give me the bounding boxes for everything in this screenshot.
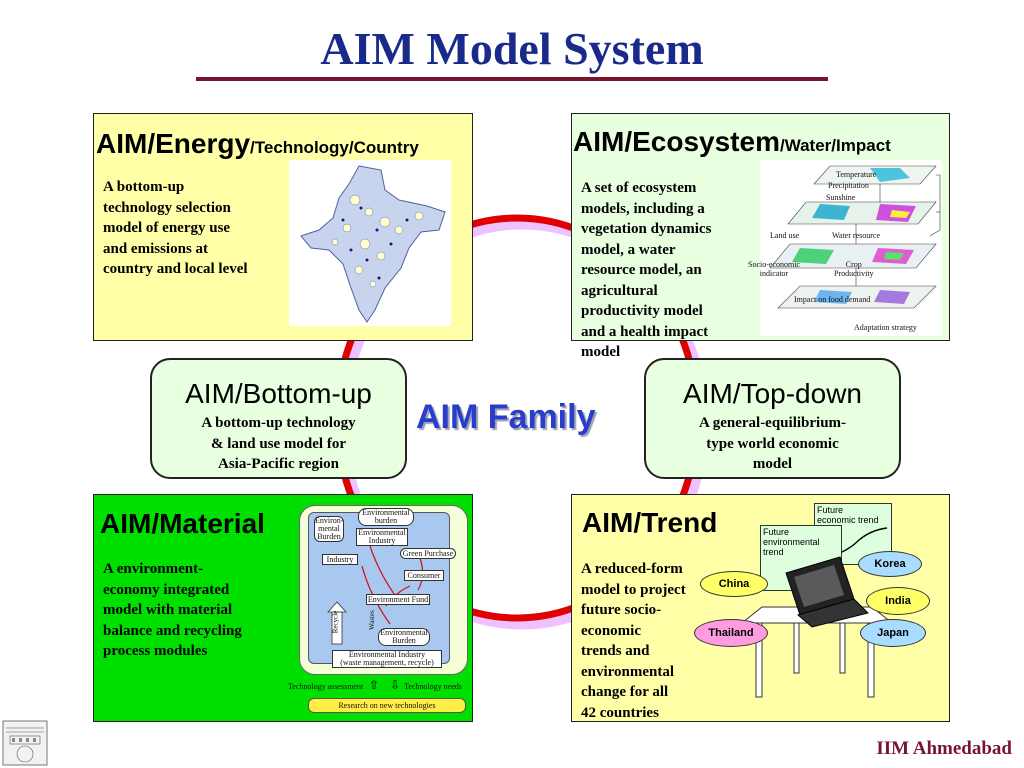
label-technology-needs: Technology needs [404, 682, 462, 691]
energy-title-main: AIM/Energy [96, 128, 251, 159]
iim-logo [2, 720, 48, 766]
ecosystem-title: AIM/Ecosystem/Water/Impact [573, 126, 891, 158]
footer-institution: IIM Ahmedabad [876, 738, 1012, 759]
material-title: AIM/Material [100, 508, 265, 539]
country-india: India [866, 587, 930, 615]
label-wastes: Wastes [367, 610, 376, 630]
node-environmental-industry-waste: Environmental Industry(waste management,… [332, 650, 442, 668]
bottom-up-box: AIM/Bottom-up A bottom-up technology& la… [150, 358, 407, 479]
node-environment-fund: Environment Fund [366, 594, 430, 605]
country-china: China [700, 571, 768, 597]
country-japan: Japan [860, 619, 926, 647]
page-title: AIM Model System [320, 23, 704, 74]
label-land-use: Land use [770, 231, 800, 240]
title-underline [196, 77, 828, 81]
india-map-image [289, 160, 451, 326]
ecosystem-title-sub: /Water/Impact [779, 136, 891, 155]
label-technology-assessment: Technology assessment [288, 682, 364, 691]
down-arrow-icon: ⇩ [390, 678, 401, 692]
energy-title: AIM/Energy/Technology/Country [96, 128, 419, 160]
label-adaptation-strategy: Adaptation strategy [854, 323, 917, 332]
top-down-title: AIM/Top-down [683, 378, 862, 409]
up-arrow-icon: ⇧ [369, 678, 380, 692]
label-sunshine: Sunshine [826, 193, 856, 202]
ecosystem-title-main: AIM/Ecosystem [573, 126, 780, 157]
trend-title: AIM/Trend [582, 507, 718, 538]
country-korea: Korea [858, 551, 922, 577]
node-industry: Industry [322, 554, 358, 565]
label-recycle: Recycle [331, 610, 340, 634]
node-consumer: Consumer [404, 570, 444, 581]
top-down-description: A general-equilibrium-type world economi… [698, 415, 847, 472]
top-down-box: AIM/Top-down A general-equilibrium-type … [644, 358, 901, 479]
ecosystem-layers-figure: Temperature Precipitation Sunshine Land … [748, 160, 942, 336]
label-precipitation: Precipitation [828, 181, 869, 190]
aim-family-label: AIM Family [416, 398, 596, 436]
node-green-purchase: Green Purchase [400, 548, 456, 559]
label-impact-food-demand: Impact on food demand [794, 295, 871, 304]
ecosystem-box: AIM/Ecosystem/Water/Impact A set of ecos… [571, 113, 950, 360]
energy-title-sub: /Technology/Country [250, 138, 419, 157]
bottom-up-description: A bottom-up technology& land use model f… [201, 415, 356, 472]
label-temperature: Temperature [836, 170, 877, 179]
research-new-technologies: Research on new technologies [308, 698, 466, 713]
computer-desk-illustration [740, 556, 894, 698]
country-thailand: Thailand [694, 619, 768, 647]
energy-box: AIM/Energy/Technology/Country A bottom-u… [93, 113, 473, 341]
material-box: AIM/Material A environment-economy integ… [93, 494, 473, 722]
bottom-up-title: AIM/Bottom-up [185, 378, 372, 409]
label-water-resource: Water resource [832, 231, 880, 240]
ecosystem-layers-graphic [769, 165, 941, 309]
